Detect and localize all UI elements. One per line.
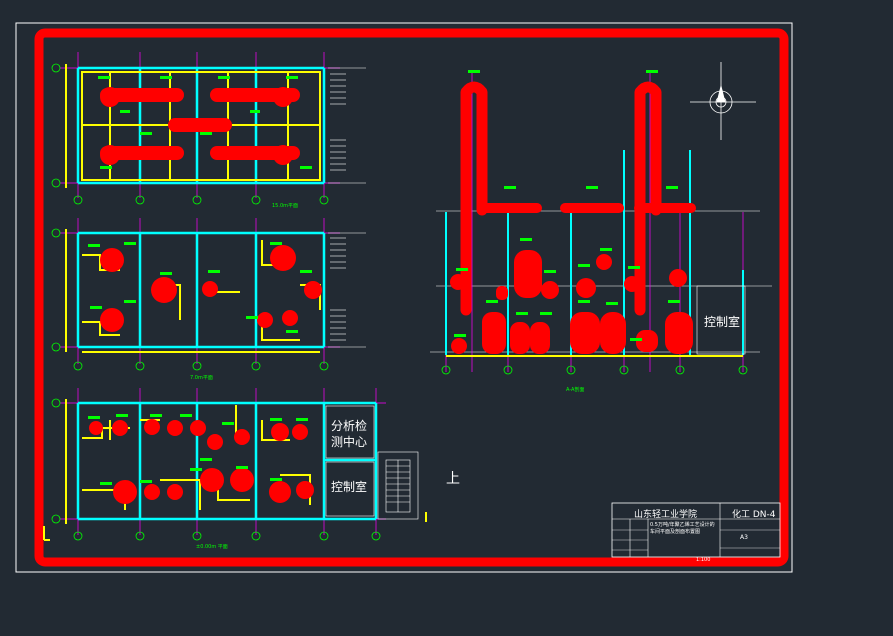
- plan-15m: [51, 52, 366, 205]
- plan-title-bottom: ±0.00m 平面: [196, 544, 228, 550]
- label-analysis-center-1: 分析检: [331, 419, 368, 433]
- plan-title-middle: 7.0m平面: [190, 375, 213, 381]
- section-a-a: [430, 70, 772, 375]
- title-block-scale: 1:100: [696, 557, 711, 563]
- title-block-school: 山东轻工业学院: [634, 510, 698, 520]
- title-block-drawing-number: 化工 DN-4: [732, 510, 776, 520]
- outer-frame: [15, 22, 793, 573]
- title-block-project: 0.5万吨/年聚乙烯工艺设计的车间平面及剖面布置图: [650, 522, 715, 535]
- section-title: A-A剖面: [566, 387, 585, 393]
- label-stair-up: 上: [446, 471, 460, 487]
- plan-0m: [43, 388, 427, 541]
- label-control-room-upper: 控制室: [704, 315, 741, 329]
- title-block: [611, 502, 781, 558]
- label-analysis-center-2: 测中心: [331, 435, 368, 449]
- north-arrow-icon: [690, 62, 756, 140]
- plan-title-top: 15.0m平面: [272, 203, 299, 209]
- title-block-sheet: A3: [740, 534, 748, 541]
- label-control-room-lower: 控制室: [331, 480, 368, 494]
- red-border-frame: [34, 28, 789, 567]
- plan-7m: [51, 218, 366, 371]
